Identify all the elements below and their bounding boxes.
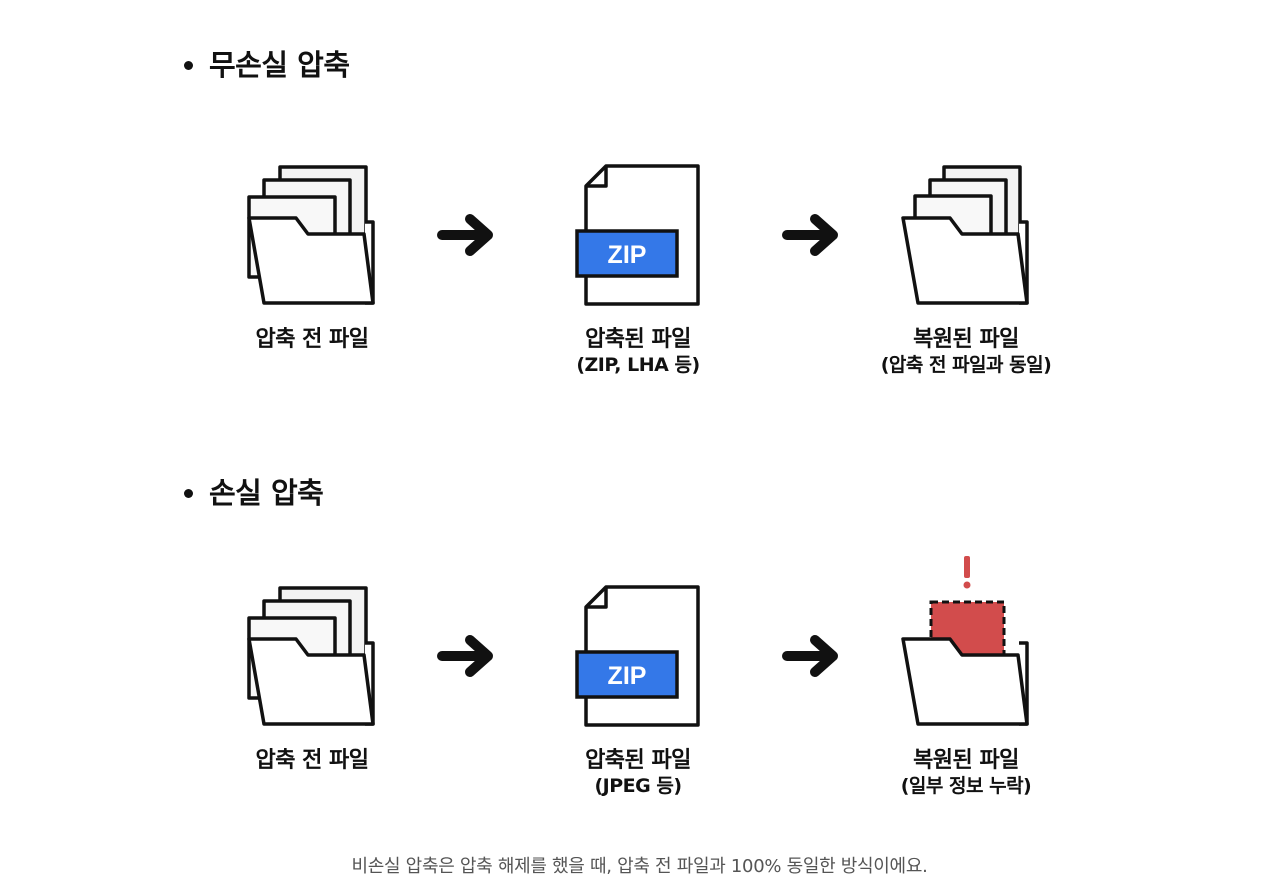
bullet-icon	[184, 488, 193, 498]
step-label: 복원된 파일	[913, 748, 1019, 773]
step-caption: 압축 전 파일	[182, 327, 442, 353]
folder-with-files-icon	[901, 165, 1029, 305]
damaged-folder-icon	[901, 556, 1029, 726]
step-caption: 복원된 파일 (압축 전 파일과 동일)	[836, 327, 1096, 377]
folder-with-files-icon	[247, 586, 375, 726]
bullet-icon	[184, 60, 193, 70]
step-sublabel: (일부 정보 누락)	[900, 775, 1032, 797]
section-heading-lossless: 무손실 압축	[184, 46, 350, 84]
arrow-right-icon	[437, 214, 493, 256]
step-label: 압축 전 파일	[255, 327, 369, 352]
step-sublabel: (JPEG 등)	[594, 775, 682, 797]
step-caption: 압축된 파일 (JPEG 등)	[508, 748, 768, 798]
section-heading-lossy: 손실 압축	[184, 474, 324, 512]
step-sublabel: (압축 전 파일과 동일)	[880, 354, 1052, 376]
step-caption: 압축 전 파일	[182, 748, 442, 774]
step-label: 압축된 파일	[585, 327, 691, 352]
step-label: 압축 전 파일	[255, 748, 369, 773]
zip-file-icon: ZIP	[575, 585, 700, 727]
exclamation-icon	[963, 556, 971, 589]
zip-badge-label: ZIP	[608, 241, 647, 269]
step-sublabel: (ZIP, LHA 등)	[576, 354, 700, 376]
zip-file-icon: ZIP	[575, 164, 700, 306]
folder-with-files-icon	[247, 165, 375, 305]
arrow-right-icon	[782, 214, 838, 256]
arrow-right-icon	[782, 635, 838, 677]
section-heading-text: 손실 압축	[209, 476, 324, 510]
arrow-right-icon	[437, 635, 493, 677]
step-label: 압축된 파일	[585, 748, 691, 773]
section-heading-text: 무손실 압축	[209, 48, 350, 82]
step-caption: 복원된 파일 (일부 정보 누락)	[836, 748, 1096, 798]
footer-note: 비손실 압축은 압축 해제를 했을 때, 압축 전 파일과 100% 동일한 방…	[351, 856, 928, 877]
step-label: 복원된 파일	[913, 327, 1019, 352]
step-caption: 압축된 파일 (ZIP, LHA 등)	[508, 327, 768, 377]
zip-badge-label: ZIP	[608, 662, 647, 690]
